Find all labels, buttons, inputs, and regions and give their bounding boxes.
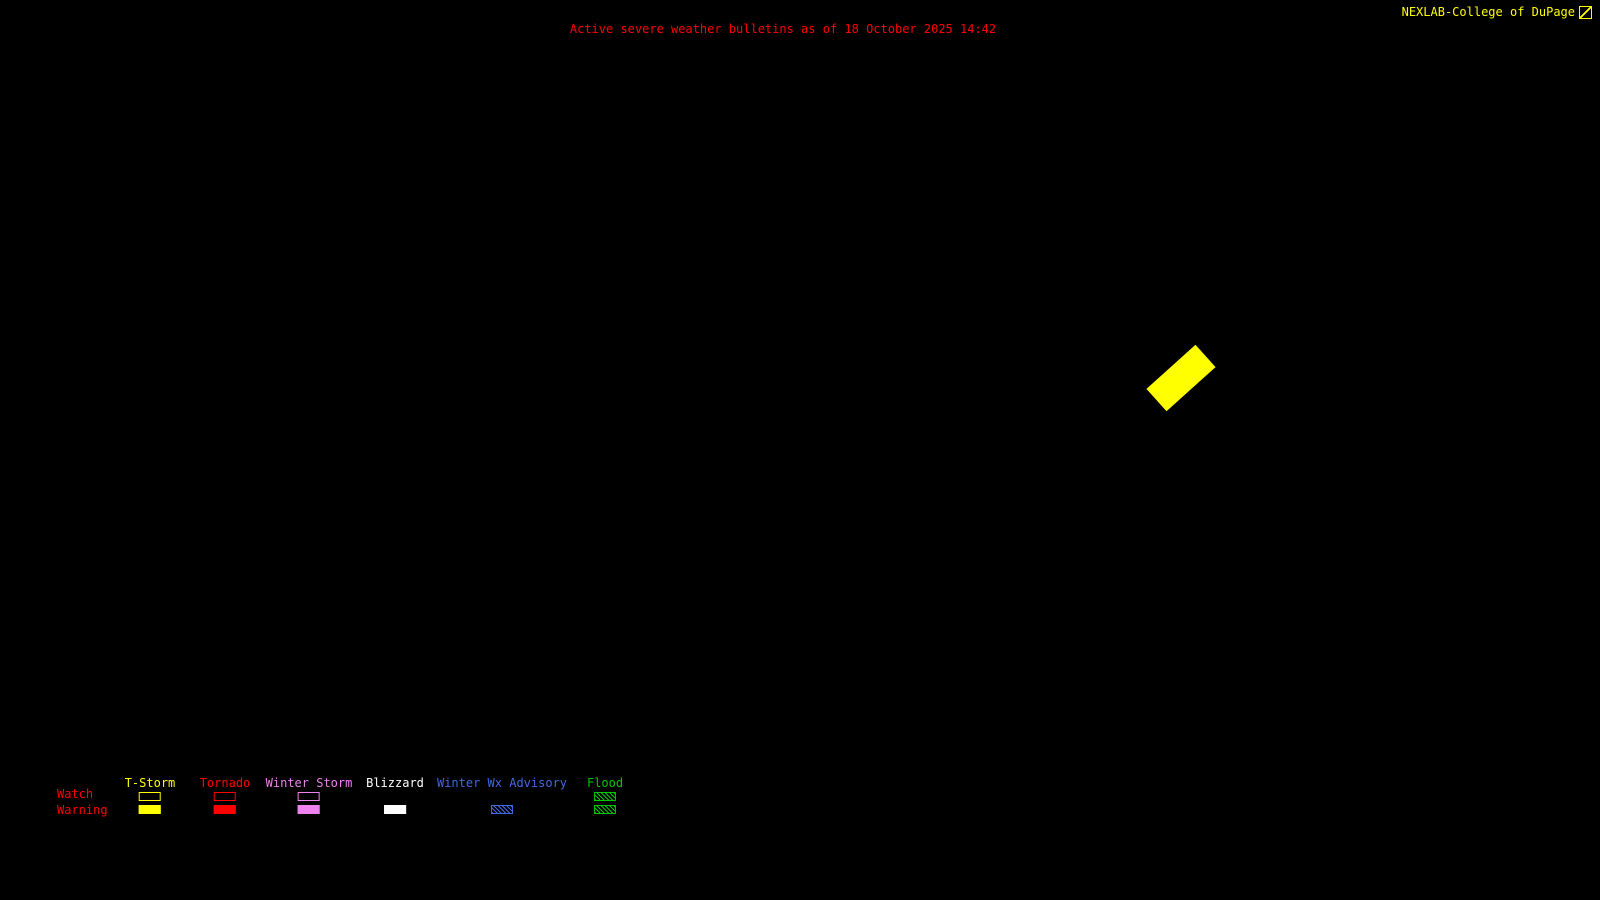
t-storm-warning-polygon xyxy=(1146,344,1216,412)
cod-logo-icon xyxy=(1579,5,1592,19)
branding: NEXLAB-College of DuPage xyxy=(1402,5,1592,19)
page-title: Active severe weather bulletins as of 18… xyxy=(569,22,997,36)
branding-text: NEXLAB-College of DuPage xyxy=(1401,5,1575,19)
